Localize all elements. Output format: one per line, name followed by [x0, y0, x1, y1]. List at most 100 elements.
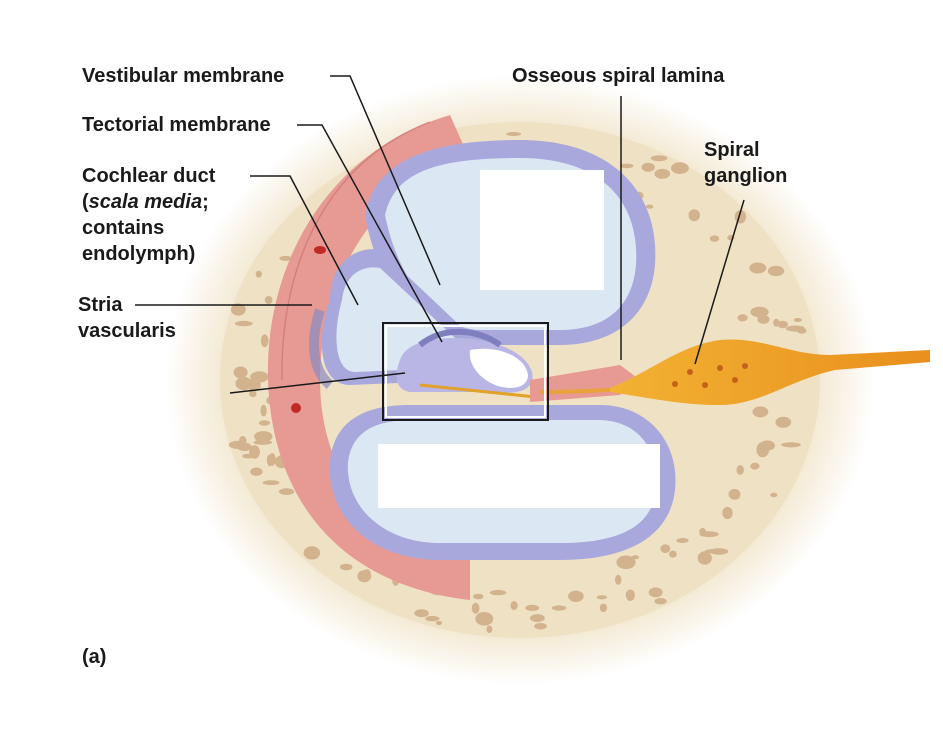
- bone-pit: [750, 462, 760, 470]
- leader-unlabeled: [229, 372, 406, 394]
- bone-pit: [255, 270, 262, 278]
- bone-pit: [303, 546, 321, 560]
- leader-lines: [135, 75, 745, 394]
- bone-pit: [230, 303, 246, 316]
- label-tectorial-membrane: Tectorial membrane: [82, 114, 271, 136]
- bone-pit: [737, 314, 748, 322]
- bone-pit: [339, 563, 353, 571]
- bone-pit: [234, 320, 253, 327]
- bone-pit: [756, 442, 768, 456]
- bone-pit: [262, 480, 280, 486]
- bone-pit: [260, 334, 269, 348]
- label-vestibular-membrane: Vestibular membrane: [82, 65, 285, 87]
- bone-pit: [233, 366, 248, 379]
- bone-pit: [781, 442, 801, 448]
- bone-pit: [777, 320, 788, 329]
- bone-pit: [266, 454, 273, 467]
- bone-pit: [530, 614, 545, 623]
- bone-pit: [625, 589, 635, 601]
- bone-pit: [249, 390, 257, 398]
- bone-pit: [505, 132, 522, 136]
- bone-pit: [510, 601, 518, 611]
- bone-pit: [250, 467, 263, 476]
- bone-pit: [279, 255, 293, 261]
- leader-cochlear-duct: [250, 175, 359, 306]
- bone-pit: [676, 538, 689, 543]
- inset-box-inner: [385, 325, 546, 418]
- bone-pit: [709, 235, 720, 242]
- label-contains: contains: [82, 217, 165, 239]
- bone-pit: [260, 404, 267, 417]
- bone-pit: [471, 602, 480, 614]
- label-spiral-line2: ganglion: [704, 165, 788, 187]
- leader-vestibular-membrane: [330, 75, 441, 286]
- spiral-ganglion-shape: [610, 339, 930, 405]
- bone-pit: [619, 163, 634, 169]
- bone-pit: [247, 378, 261, 392]
- blank-label-box-upper: [480, 170, 604, 290]
- bone-pit: [278, 488, 295, 495]
- bone-pit: [254, 431, 273, 442]
- blank-label-box-lower: [378, 444, 660, 508]
- bone-pit: [599, 603, 608, 613]
- bone-pit: [793, 318, 802, 322]
- bone-pit: [736, 465, 744, 475]
- organ-of-corti: [396, 328, 546, 400]
- label-endolymph: endolymph): [82, 243, 196, 265]
- bone-pit: [631, 555, 640, 560]
- bone-pit: [551, 605, 567, 611]
- bone-pit: [688, 209, 700, 222]
- bone-pit: [732, 494, 740, 500]
- bone-pit: [534, 623, 547, 630]
- bone-pit: [645, 204, 654, 209]
- bone-pit: [264, 296, 273, 304]
- label-cochlear-duct: Cochlear duct: [82, 165, 216, 187]
- label-scala-media: scala media: [88, 191, 203, 213]
- label-cochlear-duct-block: Cochlear duct (scala media; contains end…: [82, 163, 215, 267]
- bone-pit: [650, 155, 668, 162]
- bone-pit: [767, 265, 785, 277]
- bone-pit: [750, 306, 769, 318]
- label-osseous-spiral-lamina: Osseous spiral lamina: [512, 65, 725, 87]
- bone-pit: [568, 590, 584, 602]
- spiral-ligament: [267, 115, 470, 600]
- bone-pit: [775, 416, 792, 428]
- bone-pit: [669, 550, 677, 558]
- label-spiral-ganglion: Spiral ganglion: [704, 137, 787, 189]
- bone-pit: [435, 620, 443, 626]
- label-spiral-line1: Spiral: [704, 139, 760, 161]
- bone-pit: [414, 609, 429, 618]
- label-stria-vascularis: Stria vascularis: [78, 292, 176, 344]
- leader-tectorial-membrane: [297, 124, 443, 343]
- bone-pit: [648, 587, 663, 598]
- bone-pit: [770, 492, 778, 498]
- label-paren-open: (: [82, 191, 89, 213]
- bone-pit: [258, 420, 270, 426]
- bone-pit: [489, 589, 507, 596]
- label-stria-line1: Stria: [78, 294, 123, 316]
- bone-pit: [699, 528, 706, 535]
- bone-pit: [697, 551, 712, 565]
- leader-spiral-ganglion: [694, 199, 745, 365]
- panel-letter: (a): [82, 646, 107, 668]
- bone-pit: [722, 506, 733, 520]
- bone-pit: [425, 615, 440, 622]
- label-stria-line2: vascularis: [78, 320, 176, 342]
- inset-box: [382, 322, 549, 421]
- bone-pit: [473, 593, 484, 600]
- bone-pit: [525, 604, 540, 612]
- bone-pit: [486, 625, 493, 633]
- bone-pit: [475, 612, 494, 626]
- bone-pit: [615, 574, 622, 585]
- bone-pit: [616, 555, 636, 570]
- bone-pit: [239, 436, 247, 445]
- bone-pit: [671, 162, 689, 174]
- bone-pit: [242, 453, 255, 459]
- bone-pit: [641, 162, 655, 172]
- label-semicolon: ;: [202, 191, 209, 213]
- bone-pit: [752, 406, 769, 418]
- bone-pit: [654, 168, 671, 179]
- bone-pit: [660, 544, 671, 553]
